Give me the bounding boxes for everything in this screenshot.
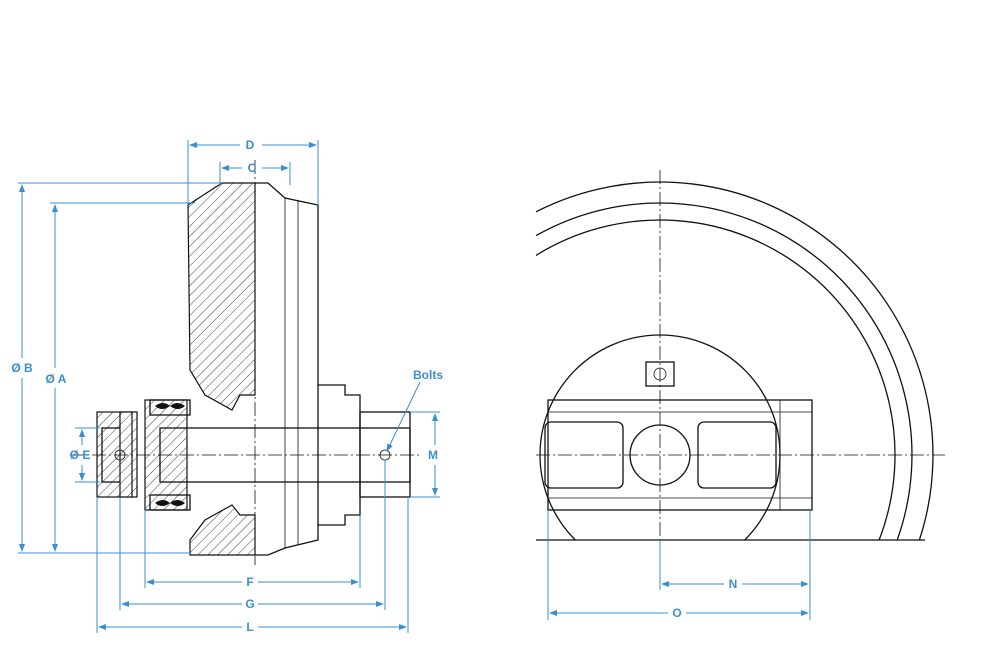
section-view (70, 160, 420, 565)
wheel-section-lower (189, 504, 256, 556)
seal-lower (155, 500, 185, 506)
dim-label-o: O (672, 606, 681, 620)
dim-label-f: F (246, 575, 253, 589)
dimensions: D C Ø B Ø A Ø E Bolts M F G L N O (11, 138, 811, 634)
wheel-outline (255, 182, 319, 556)
dim-label-l: L (246, 620, 253, 634)
dim-label-m: M (428, 448, 438, 462)
seal-housing-lower (149, 494, 191, 511)
seal-upper (155, 403, 185, 409)
bolts-label: Bolts (413, 368, 443, 382)
collar-ring (119, 411, 133, 498)
side-view (535, 170, 945, 560)
wheel-inner-arc (535, 219, 896, 541)
seal-housing-upper (149, 399, 191, 416)
wheel-middle-arc (535, 202, 913, 541)
dim-label-g: G (245, 597, 254, 611)
dim-label-d: D (246, 138, 255, 152)
dim-label-a: Ø A (46, 372, 67, 386)
bolts-leader-line (386, 381, 421, 452)
wheel-outer-arc (535, 181, 934, 541)
dim-label-e: Ø E (70, 448, 91, 462)
dim-label-b: Ø B (11, 361, 33, 375)
wheel-section-upper (187, 182, 256, 411)
dim-label-c: C (248, 161, 257, 175)
dim-label-n: N (729, 577, 738, 591)
